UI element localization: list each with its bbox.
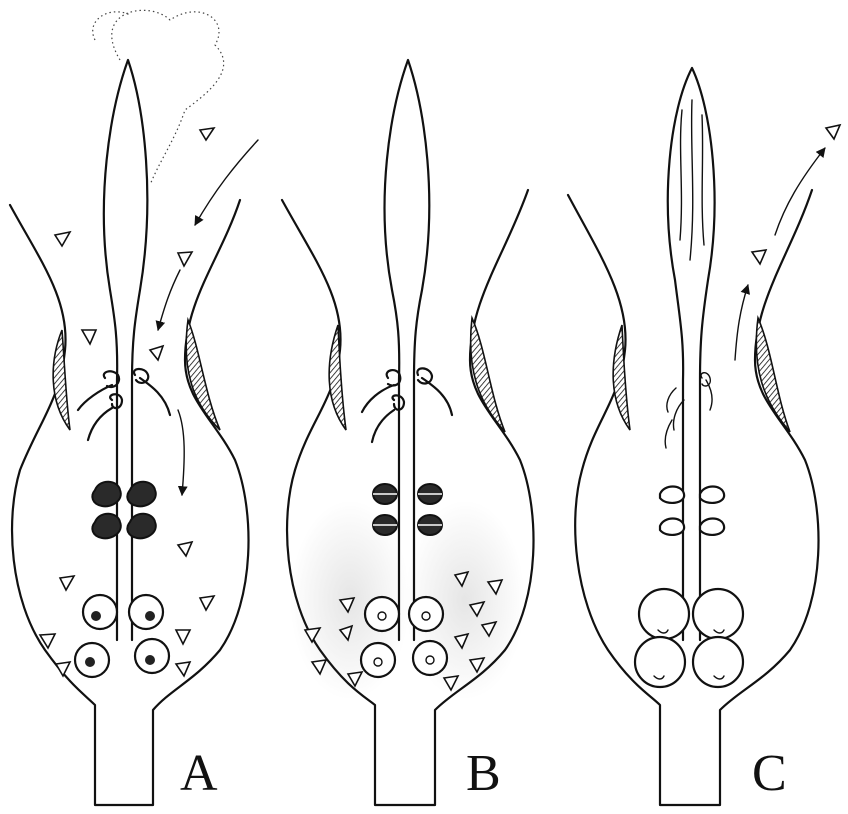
panel-label-a: A: [180, 745, 218, 802]
male-flowers: [92, 482, 155, 539]
panel-c: C: [568, 68, 840, 805]
insects: [752, 125, 840, 264]
appendix-wrinkles: [680, 100, 704, 260]
spathe-outline: [568, 190, 819, 805]
hatched-chamber-wall-left: [329, 325, 346, 430]
hatched-chamber-wall-right: [756, 318, 790, 432]
staminodes-withered: [665, 373, 712, 448]
scent-plume: [112, 10, 224, 185]
male-flowers: [660, 487, 724, 535]
hatched-chamber-wall-left: [53, 330, 70, 430]
staminodes: [78, 369, 170, 440]
hatched-chamber-wall-right: [471, 318, 505, 432]
panel-b: B: [282, 60, 534, 805]
female-flowers: [75, 595, 169, 677]
insect-path-arrow: [195, 140, 258, 225]
panel-label-c: C: [752, 745, 787, 802]
spathe-outline: [282, 190, 534, 805]
hatched-chamber-wall-left: [613, 325, 630, 430]
staminodes: [362, 368, 452, 442]
insect-path-arrow: [178, 410, 184, 495]
spadix-appendix: [104, 60, 147, 640]
panel-a: A: [10, 10, 258, 805]
insect-exit-arrow: [735, 285, 748, 360]
spadix-appendix-withered: [668, 68, 715, 640]
hatched-chamber-wall-right: [186, 320, 220, 430]
insect-path-arrow: [158, 270, 180, 330]
female-flowers: [635, 589, 743, 687]
panel-label-b: B: [466, 745, 501, 802]
